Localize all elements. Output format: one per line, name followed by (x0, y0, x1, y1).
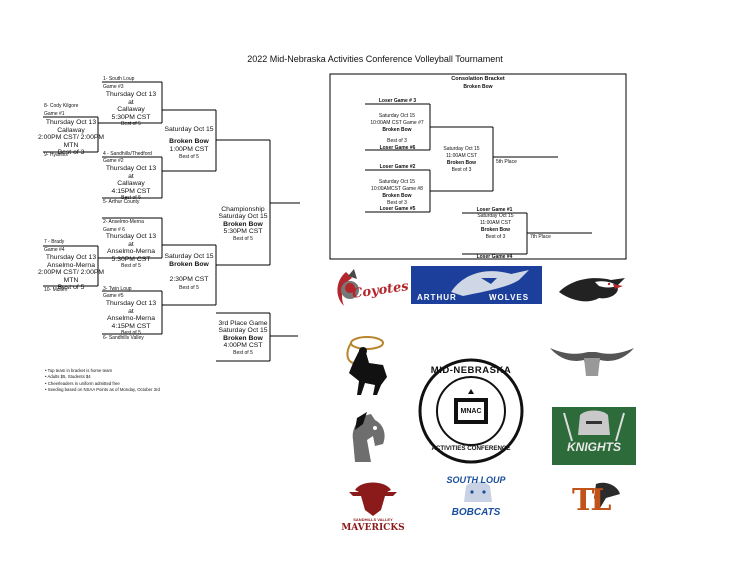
seed-9: 9- Hyannis (44, 152, 68, 158)
seed-3: 3- Twin Loup (103, 286, 132, 292)
notes: • Top team in bracket is home team • Adu… (45, 368, 160, 394)
loser-game-1: Loser Game #1 (476, 207, 513, 213)
loser-game-6: Loser Game #6 (379, 145, 416, 151)
cowboy-lasso-logo (335, 333, 395, 401)
seed-5: 5- Arthur County (103, 199, 140, 205)
loser-game-3: Loser Game # 3 (378, 98, 417, 104)
note-item: • Adults $5, Students $4 (45, 374, 91, 380)
consolation-title: Consolation Bracket (451, 76, 505, 82)
game5-label: Game #5 (103, 293, 124, 299)
seventh-place-label: 7th Place (530, 234, 551, 240)
mavericks-logo: SANDHILLS VALLEY MAVERICKS (335, 476, 411, 536)
longhorn-logo (548, 342, 636, 386)
seed-6: 6- Sandhills Valley (103, 335, 144, 341)
game2-label: Game #2 (103, 158, 124, 164)
loser-game-5: Loser Game #5 (379, 206, 416, 212)
fifth-place-label: 5th Place (496, 159, 517, 165)
game4-label: Game #4 (44, 247, 65, 253)
arthur-wolves-logo: ARTHUR WOLVES (411, 266, 542, 304)
mnac-seal-logo: MID-NEBRASKA MNAC ACTIVITIES CONFERENCE (418, 358, 524, 464)
knights-logo: KNIGHTS (552, 407, 636, 465)
consolation-subtitle: Broken Bow (463, 84, 493, 90)
coyotes-logo: Coyotes (332, 266, 410, 316)
eagle-logo (555, 274, 629, 304)
championship: Championship Saturday Oct 15 Broken Bow … (218, 206, 268, 242)
note-item: • Cheerleaders in uniform admitted free (45, 380, 120, 386)
note-item: • Seeding based on NSAA Points as of Mon… (45, 387, 160, 393)
loser-game-2: Loser Game #2 (379, 164, 416, 170)
game1-label: Game #1 (44, 111, 65, 117)
seed-10: 10- Mullen (44, 287, 68, 293)
seed-4: 4 - Sandhills/Thedford (103, 151, 152, 157)
note-item: • Top team in bracket is home team (45, 368, 113, 373)
seed-8: 8- Cody Kilgore (44, 103, 79, 109)
page-title: 2022 Mid-Nebraska Activities Conference … (247, 54, 503, 64)
third-place: 3rd Place Game Saturday Oct 15 Broken Bo… (218, 320, 268, 356)
game3-label: Game #3 (103, 84, 124, 90)
seed-1: 1- South Loup (103, 76, 135, 82)
semifinal-2: Saturday Oct 15 Broken Bow 2:30PM CST Be… (164, 253, 214, 291)
south-loup-bobcats-logo: SOUTH LOUP BOBCATS (446, 475, 506, 518)
loser-game-4: Loser Game #4 (476, 254, 513, 260)
game6-label: Game # 6 (103, 227, 125, 233)
tl-logo: TL (566, 478, 630, 528)
seed-7: 7 - Brady (44, 239, 65, 245)
mustang-logo (345, 410, 391, 464)
semifinal-1: Saturday Oct 15 Broken Bow 1:00PM CST Be… (164, 126, 214, 160)
seed-2: 2- Anselmo-Merna (103, 219, 144, 225)
